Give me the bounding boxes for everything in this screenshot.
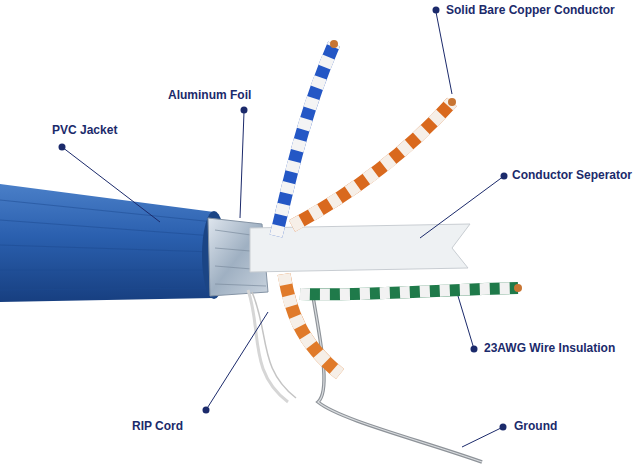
part-label: RIP Cord [130,419,185,434]
leader-dots [59,7,508,431]
copper-tip [448,98,456,106]
part-label: Solid Bare Copper Conductor [444,3,617,18]
part-label: 23AWG Wire Insulation [482,341,617,356]
copper-tip [330,40,338,48]
leader-lines [62,12,504,447]
part-label: PVC Jacket [50,123,119,138]
copper-tip [514,284,522,292]
jacket-ribs [0,200,214,290]
part-label: Ground [512,419,559,434]
orange-pair [292,102,452,226]
orange-pair-lower [284,274,340,374]
orange-pair-lower-stripe [284,274,340,374]
green-pair [300,288,518,294]
green-pair-stripe [300,288,518,294]
pvc-jacket [0,184,214,302]
orange-pair-stripe [292,102,452,226]
part-label: Conductor Seperator [510,168,634,183]
part-label: Aluminum Foil [166,88,253,103]
